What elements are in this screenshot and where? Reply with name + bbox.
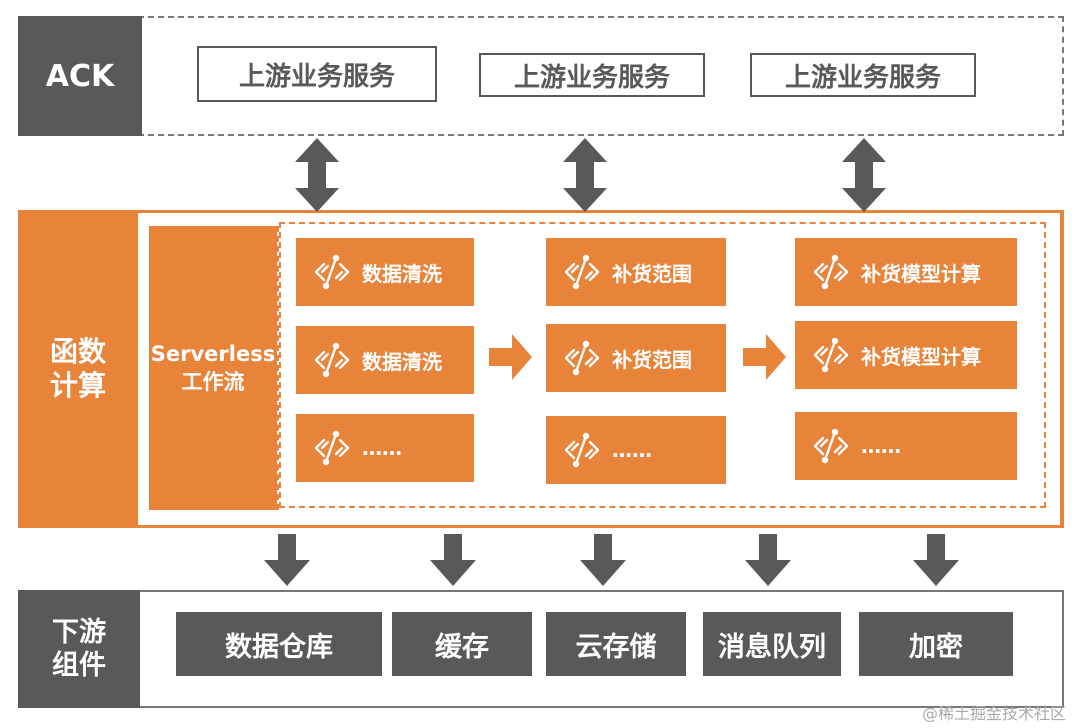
function-icon (562, 338, 602, 378)
component-cloud-storage: 云存储 (546, 612, 686, 676)
task-more-2: …… (546, 416, 726, 484)
component-encryption: 加密 (859, 612, 1013, 676)
function-icon (811, 252, 851, 292)
bidirectional-arrow-2 (563, 138, 607, 212)
function-compute-label: 函数计算 (49, 335, 106, 402)
task-more-3: …… (795, 412, 1017, 480)
downstream-label: 下游组件 (18, 590, 140, 708)
function-icon (312, 428, 352, 468)
task-data-cleaning-2: 数据清洗 (296, 326, 474, 394)
component-data-warehouse: 数据仓库 (176, 612, 382, 676)
down-arrow-2 (430, 534, 476, 586)
task-replenish-range-1: 补货范围 (546, 238, 726, 306)
watermark: @稀土掘金技术社区 (921, 704, 1066, 723)
function-icon (562, 252, 602, 292)
right-arrow-2 (743, 334, 786, 380)
right-arrow-1 (489, 334, 532, 380)
ack-label: ACK (18, 16, 142, 136)
task-replenish-model-1: 补货模型计算 (795, 238, 1017, 306)
workflow-label-divider (277, 226, 279, 510)
down-arrow-1 (264, 534, 310, 586)
component-cache: 缓存 (392, 612, 532, 676)
down-arrow-3 (580, 534, 626, 586)
bidirectional-arrow-3 (842, 138, 886, 212)
task-replenish-range-2: 补货范围 (546, 324, 726, 392)
task-more-1: …… (296, 414, 474, 482)
task-replenish-model-2: 补货模型计算 (795, 321, 1017, 389)
function-icon (312, 340, 352, 380)
function-icon (811, 335, 851, 375)
component-message-queue: 消息队列 (703, 612, 841, 676)
upstream-service-2: 上游业务服务 (479, 53, 705, 97)
bidirectional-arrow-1 (295, 138, 339, 212)
function-icon (562, 430, 602, 470)
function-icon (312, 252, 352, 292)
workflow-dashed-frame (279, 222, 1046, 508)
function-icon (811, 426, 851, 466)
down-arrow-5 (913, 534, 959, 586)
upstream-service-1: 上游业务服务 (197, 46, 437, 102)
upstream-service-3: 上游业务服务 (750, 53, 976, 97)
task-data-cleaning-1: 数据清洗 (296, 238, 474, 306)
down-arrow-4 (745, 534, 791, 586)
